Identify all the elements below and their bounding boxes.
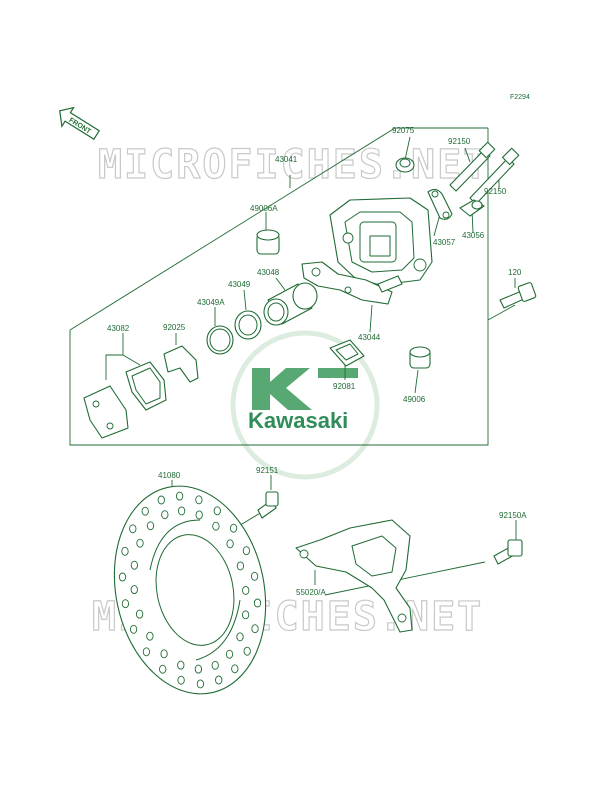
disc-hole (251, 624, 259, 634)
disc-hole (118, 572, 127, 582)
part-43048-piston (263, 282, 318, 326)
disc-hole (236, 632, 244, 642)
label-43057: 43057 (433, 238, 456, 247)
part-92025-spring (163, 345, 199, 383)
part-43057-link (427, 188, 453, 220)
label-41080: 41080 (158, 471, 181, 480)
disc-hole (215, 675, 223, 685)
label-92075: 92075 (392, 126, 415, 135)
disc-hole (243, 646, 251, 656)
label-92150A: 92150A (499, 511, 527, 520)
disc-hole (225, 649, 234, 659)
disc-hole (157, 495, 165, 505)
label-49006A: 49006A (250, 204, 278, 213)
disc-holes (118, 491, 262, 689)
watermark-top: MICROFICHES.NET (98, 142, 489, 188)
disc-hole (229, 523, 238, 533)
disc-hole (159, 664, 167, 674)
kawasaki-logo: Kawasaki (230, 330, 380, 480)
disc-hole (250, 571, 259, 581)
disc-hole (242, 585, 250, 595)
label-55020A: 55020/A (296, 588, 326, 597)
disc-hole (236, 561, 245, 571)
part-92075-boot (395, 157, 415, 173)
part-92150A-bolt (493, 539, 523, 565)
label-43082: 43082 (107, 324, 130, 333)
disc-hole (136, 538, 144, 548)
part-43056-bleeder (459, 199, 485, 217)
leader-lines (105, 136, 517, 596)
disc-hole (160, 649, 168, 659)
part-43049A-seal (206, 325, 234, 355)
disc-hole (177, 660, 185, 670)
disc-hole (161, 510, 169, 520)
part-92151-bolt (257, 491, 279, 519)
disc-hole (211, 660, 219, 670)
label-43056: 43056 (462, 231, 485, 240)
disc-hole (142, 647, 151, 657)
disc-hole (146, 521, 155, 531)
figure-code: F2294 (510, 94, 530, 101)
label-92151: 92151 (256, 466, 279, 475)
part-120-bolt (499, 282, 537, 309)
part-55020A-bracket (295, 519, 413, 633)
part-49006A-seal (256, 229, 280, 255)
part-92150-pins (449, 141, 520, 205)
label-43041: 43041 (275, 155, 298, 164)
kawasaki-logo-text: Kawasaki (248, 408, 348, 433)
disc-hole (241, 610, 250, 620)
disc-hole (177, 506, 186, 516)
front-arrow-icon: FRONT (59, 106, 101, 141)
disc-hole (242, 546, 251, 556)
disc-hole (129, 524, 137, 534)
disc-hole (135, 609, 144, 619)
label-120: 120 (508, 268, 522, 277)
disc-hole (231, 664, 239, 674)
part-92081-clip (329, 339, 365, 367)
disc-hole (177, 675, 185, 685)
label-92150-b: 92150 (484, 187, 507, 196)
disc-hole (121, 599, 130, 609)
disc-hole (175, 491, 184, 501)
label-92081: 92081 (333, 382, 356, 391)
disc-hole (212, 521, 220, 531)
part-49006-boot (409, 346, 431, 369)
disc-hole (146, 631, 154, 641)
disc-hole (121, 546, 129, 556)
label-43044: 43044 (358, 333, 381, 342)
disc-hole (195, 495, 203, 505)
disc-hole (196, 679, 205, 689)
part-43049-seal (234, 310, 262, 340)
label-92150-a: 92150 (448, 137, 471, 146)
disc-hole (194, 664, 203, 674)
label-43049: 43049 (228, 280, 251, 289)
label-49006: 49006 (403, 395, 426, 404)
part-labels: 92075 92150 43041 92150 49006A 43057 430… (107, 126, 527, 597)
label-43048: 43048 (257, 268, 280, 277)
part-43041-caliper-body (329, 197, 433, 286)
disc-hole (195, 510, 203, 520)
part-43082-pads (83, 361, 167, 439)
disc-hole (130, 585, 138, 595)
disc-hole (213, 506, 221, 516)
disc-hole (130, 560, 139, 570)
label-92025: 92025 (163, 323, 186, 332)
label-43049A: 43049A (197, 298, 225, 307)
disc-hole (226, 539, 234, 549)
part-41080-disc (113, 485, 267, 695)
disc-hole (141, 506, 149, 516)
caliper-assembly-frame (69, 127, 489, 446)
part-43044-bracket (301, 261, 403, 305)
disc-hole (129, 624, 138, 634)
disc-hole (253, 598, 262, 608)
